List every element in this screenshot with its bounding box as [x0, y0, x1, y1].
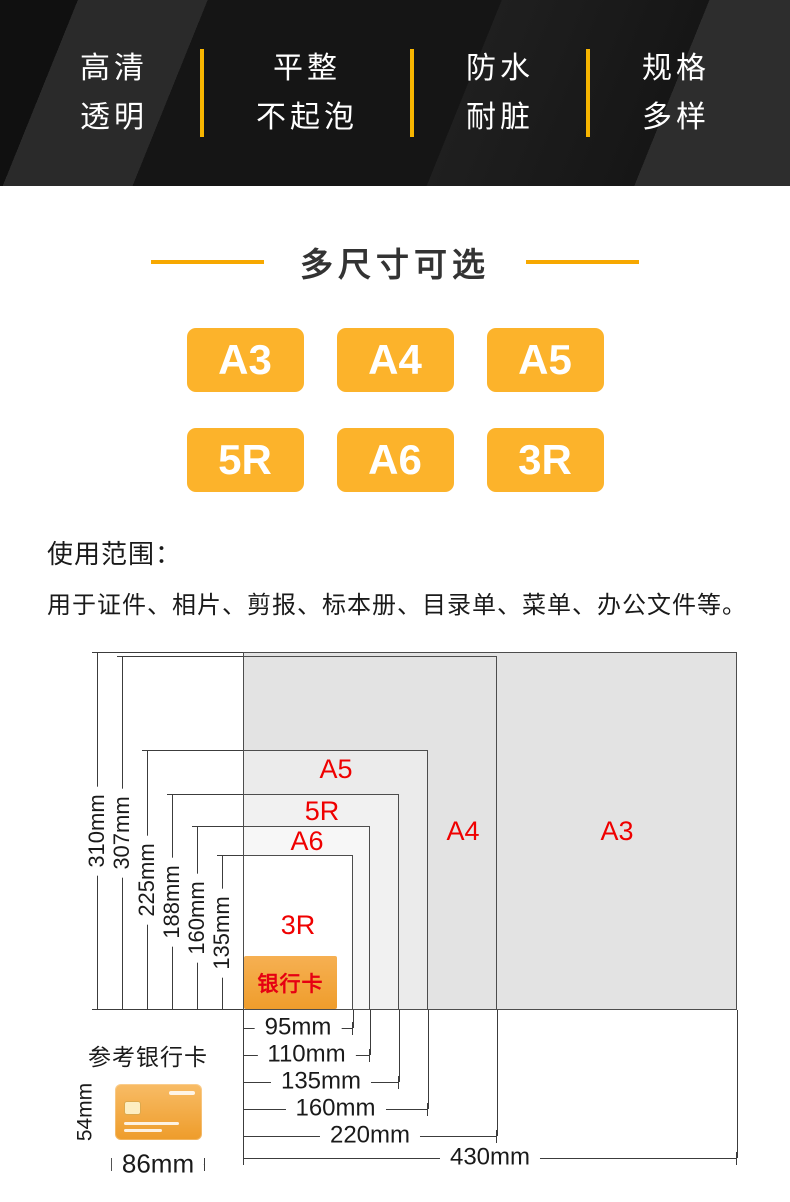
feature-text: 防水 [466, 52, 534, 85]
feature-flat-nobubble: 平整 不起泡 [256, 44, 358, 142]
yellow-divider [410, 49, 414, 137]
feature-hd-transparent: 高清 透明 [80, 44, 148, 142]
feature-text: 透明 [80, 101, 148, 134]
extension-line [497, 1010, 498, 1136]
dim-horizontal-86mm: 86mm [111, 1148, 205, 1180]
dim-label: 95mm [254, 1013, 342, 1043]
area-label-a5: A5 [319, 754, 353, 784]
size-chip-3r[interactable]: 3R [486, 428, 604, 492]
feature-waterproof: 防水 耐脏 [466, 44, 534, 142]
extension-line [243, 1010, 244, 1158]
area-label-a3: A3 [600, 816, 634, 846]
dim-label: 430mm [439, 1143, 541, 1173]
dim-label: 220mm [319, 1121, 421, 1151]
extension-line [399, 1010, 400, 1082]
extension-line [147, 750, 243, 751]
dim-label: 110mm [257, 1040, 356, 1070]
size-chip-a6[interactable]: A6 [336, 428, 454, 492]
extension-line [122, 656, 243, 657]
size-row-1: A3 A4 A5 [0, 328, 790, 392]
usage-label: 使用范围： [47, 539, 183, 569]
size-chip-5r[interactable]: 5R [186, 428, 304, 492]
dim-vertical-225mm: 225mm [134, 750, 160, 1010]
dim-label: 86mm [111, 1148, 205, 1180]
area-label-a6: A6 [290, 826, 324, 856]
extension-line [97, 652, 243, 653]
dim-cap [736, 1152, 737, 1165]
size-row-2: 5R A6 3R [0, 428, 790, 492]
feature-text: 规格 [642, 52, 710, 85]
dim-vertical-188mm: 188mm [159, 794, 185, 1010]
dim-label: 188mm [159, 857, 185, 947]
dim-horizontal-95mm: 95mm [243, 1013, 353, 1043]
size-chip-a4[interactable]: A4 [336, 328, 454, 392]
dim-vertical-54mm: 54mm [72, 1078, 98, 1146]
dim-vertical-160mm: 160mm [184, 826, 210, 1010]
dim-vertical-307mm: 307mm [109, 656, 135, 1010]
dim-horizontal-430mm: 430mm [243, 1143, 737, 1173]
extension-line [97, 1009, 243, 1010]
extension-line [222, 855, 243, 856]
reference-card-label: 参考银行卡 [88, 1044, 208, 1070]
extension-line [353, 1010, 354, 1028]
dim-horizontal-220mm: 220mm [243, 1121, 497, 1151]
bank-card-rect: 银行卡 [244, 956, 337, 1009]
dim-cap [352, 1022, 353, 1035]
extension-line [197, 826, 243, 827]
dim-horizontal-160mm: 160mm [243, 1094, 428, 1124]
dim-label: 225mm [134, 835, 160, 925]
dim-cap [204, 1158, 205, 1171]
dim-vertical-310mm: 310mm [84, 652, 110, 1010]
size-chip-a3[interactable]: A3 [186, 328, 304, 392]
size-options: A3 A4 A5 5R A6 3R [0, 328, 790, 528]
dim-cap [427, 1103, 428, 1116]
dim-cap [369, 1049, 370, 1062]
dim-horizontal-110mm: 110mm [243, 1040, 370, 1070]
dim-cap [496, 1130, 497, 1143]
yellow-divider [200, 49, 204, 137]
card-number-stripe [124, 1129, 162, 1132]
dim-label: 160mm [285, 1094, 386, 1124]
dim-cap [111, 1158, 112, 1171]
area-label-a4: A4 [446, 816, 480, 846]
dim-label: 135mm [270, 1067, 372, 1097]
card-bank-stripe [169, 1091, 195, 1095]
dim-label: 135mm [209, 887, 235, 978]
feature-list: 高清 透明 平整 不起泡 防水 耐脏 规格 多样 [0, 0, 790, 186]
section-title: 多尺寸可选 [300, 246, 490, 283]
title-left-line [151, 260, 264, 264]
dim-vertical-135mm: 135mm [209, 855, 235, 1010]
bank-card-label: 银行卡 [257, 972, 324, 996]
feature-text: 平整 [273, 52, 341, 85]
extension-line [370, 1010, 371, 1055]
bank-card-image [115, 1084, 202, 1140]
feature-text: 高清 [80, 52, 148, 85]
dim-label: 310mm [84, 786, 110, 876]
area-label-3r: 3R [280, 910, 316, 940]
feature-text: 耐脏 [466, 101, 534, 134]
feature-banner: 高清 透明 平整 不起泡 防水 耐脏 规格 多样 [0, 0, 790, 186]
section-title-row: 多尺寸可选 [0, 232, 790, 292]
feature-text: 不起泡 [256, 101, 358, 134]
area-label-5r: 5R [304, 796, 340, 826]
yellow-divider [586, 49, 590, 137]
card-number-stripe [124, 1122, 179, 1125]
dim-label: 160mm [184, 873, 210, 963]
dim-cap [398, 1076, 399, 1089]
dim-cap [243, 1152, 244, 1165]
extension-line [428, 1010, 429, 1109]
usage-text: 用于证件、相片、剪报、标本册、目录单、菜单、办公文件等。 [47, 592, 747, 619]
feature-text: 多样 [642, 101, 710, 134]
extension-line [737, 1010, 738, 1158]
dim-label: 307mm [109, 788, 135, 878]
card-chip-icon [124, 1101, 141, 1115]
dim-horizontal-135mm: 135mm [243, 1067, 399, 1097]
size-chip-a5[interactable]: A5 [486, 328, 604, 392]
title-right-line [526, 260, 639, 264]
feature-specs-variety: 规格 多样 [642, 44, 710, 142]
extension-line [172, 794, 243, 795]
dim-label: 54mm [72, 1078, 98, 1146]
